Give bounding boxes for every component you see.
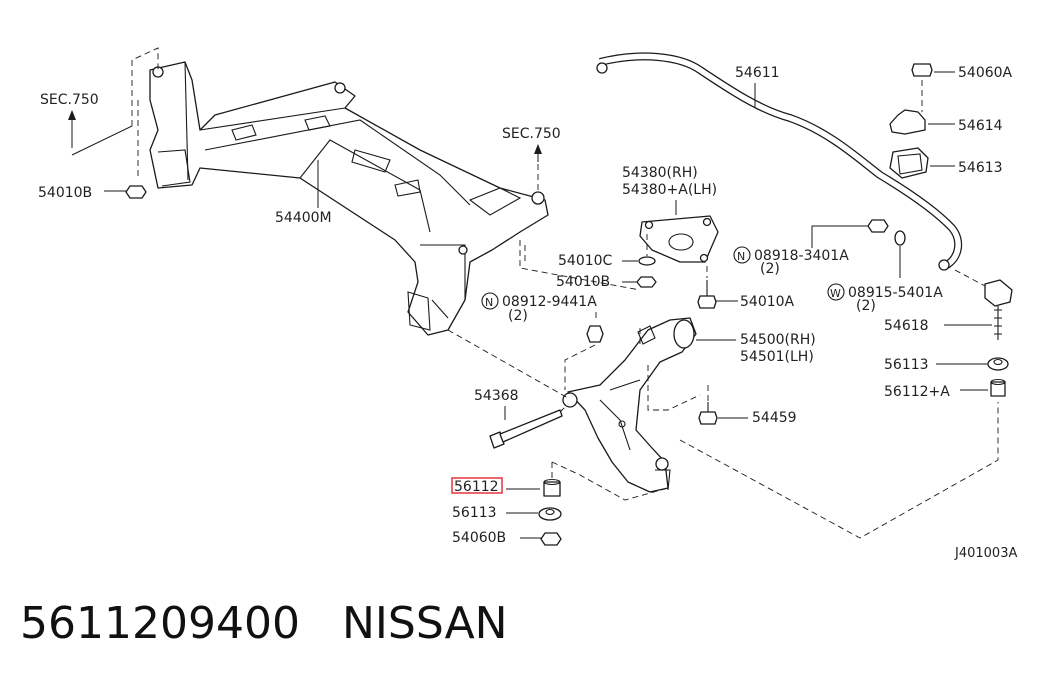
label-54010B-left: 54010B xyxy=(38,185,92,201)
label-54611: 54611 xyxy=(735,65,780,81)
assembly-guide-lines xyxy=(447,245,999,539)
label-08912: 08912-9441A xyxy=(502,294,597,310)
label-54380-lh: 54380+A(LH) xyxy=(622,182,717,198)
washer-56113-left[interactable]: 56113 xyxy=(452,505,562,521)
label-54010B-mid: 54010B xyxy=(556,274,610,290)
label-08915-qty: (2) xyxy=(856,298,876,314)
label-54400M: 54400M xyxy=(275,210,332,226)
bushing-54613[interactable]: 54613 xyxy=(889,147,1003,179)
label-56112A: 56112+A xyxy=(884,384,950,400)
label-54368: 54368 xyxy=(474,388,519,404)
sec750-left-label: SEC.750 xyxy=(40,92,99,108)
label-54010C: 54010C xyxy=(558,253,613,269)
sec750-left-callout: SEC.750 xyxy=(40,47,159,180)
label-54380-rh: 54380(RH) xyxy=(622,165,698,181)
bolt-54368[interactable]: 54368 xyxy=(474,388,567,449)
label-54060A: 54060A xyxy=(958,65,1013,81)
circle-w-08915: W xyxy=(830,287,841,300)
label-08918-qty: (2) xyxy=(760,261,780,277)
circle-n-08918: N xyxy=(737,250,745,263)
nut-54060B[interactable]: 54060B xyxy=(452,530,562,546)
nut-08918-3401A[interactable]: N 08918-3401A (2) xyxy=(733,219,889,277)
washer-56113-right[interactable]: 56113 xyxy=(884,357,1009,373)
label-54618: 54618 xyxy=(884,318,929,334)
label-54501-lh: 54501(LH) xyxy=(740,349,814,365)
nut-08912-9441A[interactable]: N 08912-9441A (2) xyxy=(481,292,604,343)
label-54613: 54613 xyxy=(958,160,1003,176)
link-54618[interactable]: 54618 xyxy=(884,269,1013,340)
label-56113-right: 56113 xyxy=(884,357,929,373)
reference-code: J401003A xyxy=(954,546,1017,561)
sec750-right-callout: SEC.750 xyxy=(502,126,561,190)
nut-54010B-left[interactable]: 54010B xyxy=(38,185,147,201)
stabilizer-bar-54611[interactable]: 54611 xyxy=(596,52,963,271)
washer-54010C[interactable]: 54010C xyxy=(558,253,656,269)
label-08915: 08915-5401A xyxy=(848,285,943,301)
bolt-54459[interactable]: 54459 xyxy=(698,402,797,426)
bolt-54010A[interactable]: 54010A xyxy=(697,266,795,310)
label-54060B: 54060B xyxy=(452,530,506,546)
label-54010A: 54010A xyxy=(740,294,795,310)
label-54614: 54614 xyxy=(958,118,1003,134)
bolt-54060A[interactable]: 54060A xyxy=(911,63,1013,112)
label-group-54400M: 54400M xyxy=(275,160,332,226)
nut-54010B-mid[interactable]: 54010B xyxy=(556,274,657,290)
bracket-54614[interactable]: 54614 xyxy=(889,109,1003,135)
part-number: 5611209400 xyxy=(20,598,300,649)
washer-08915-5401A[interactable]: W 08915-5401A (2) xyxy=(827,230,943,314)
label-56113-left: 56113 xyxy=(452,505,497,521)
mount-54380[interactable]: 54380(RH) 54380+A(LH) xyxy=(622,165,719,263)
label-08918: 08918-3401A xyxy=(754,248,849,264)
highlight-box-56112 xyxy=(451,477,503,494)
subframe-54400M[interactable] xyxy=(149,61,549,336)
label-56112: 56112 xyxy=(454,479,499,495)
sec750-right-label: SEC.750 xyxy=(502,126,561,142)
bushing-56112[interactable]: 56112 xyxy=(451,462,561,497)
circle-n-08912: N xyxy=(485,296,493,309)
label-08912-qty: (2) xyxy=(508,308,528,324)
lower-arm-54500[interactable]: 54500(RH) 54501(LH) xyxy=(562,317,816,493)
label-54500-rh: 54500(RH) xyxy=(740,332,816,348)
brand-name: NISSAN xyxy=(342,598,508,649)
label-54459: 54459 xyxy=(752,410,797,426)
bushing-56112A[interactable]: 56112+A xyxy=(884,378,1006,401)
